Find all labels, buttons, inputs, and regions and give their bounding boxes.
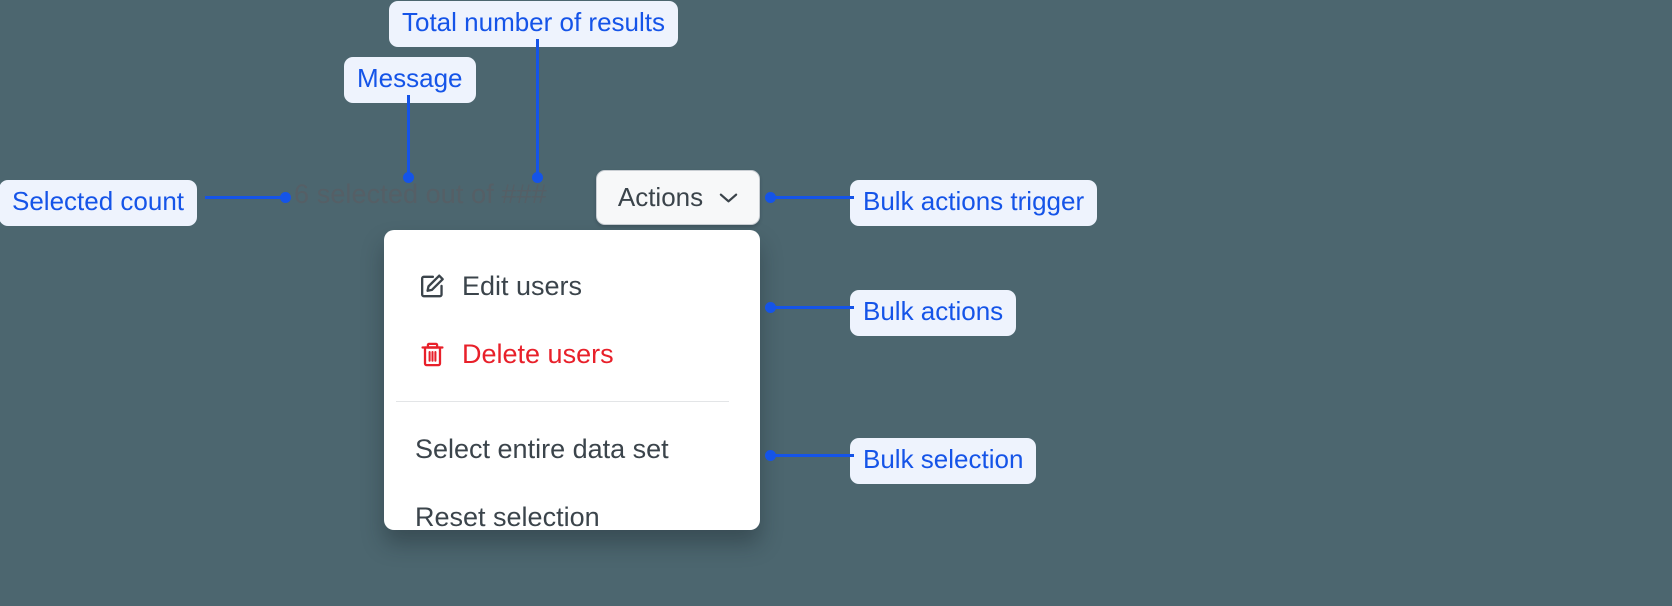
bulk-actions-trigger-button[interactable]: Actions [596, 170, 760, 225]
menu-item-delete-users[interactable]: Delete users [384, 320, 760, 388]
annotation-dot-bulk-selection [765, 450, 776, 461]
menu-item-label: Select entire data set [415, 433, 669, 464]
menu-item-label: Edit users [462, 270, 583, 301]
trash-icon [415, 337, 449, 371]
annotation-leader-bulk-actions-trigger [769, 196, 854, 199]
annotation-leader-bulk-selection [769, 454, 854, 457]
annotation-leader-message [407, 95, 410, 178]
menu-item-select-entire-data-set[interactable]: Select entire data set [384, 415, 760, 483]
annotation-bulk-actions-trigger: Bulk actions trigger [850, 180, 1098, 227]
chevron-down-icon [719, 192, 738, 204]
annotation-dot-total-results [532, 172, 543, 183]
annotation-selected-count: Selected count [0, 180, 198, 227]
menu-item-reset-selection[interactable]: Reset selection [384, 483, 760, 551]
annotation-dot-bulk-actions-trigger [765, 192, 776, 203]
menu-item-edit-users[interactable]: Edit users [384, 252, 760, 320]
annotation-dot-selected-count [280, 192, 291, 203]
bulk-actions-menu: Edit users Delete users Select entire da… [384, 230, 760, 532]
annotation-dot-bulk-actions [765, 302, 776, 313]
menu-item-label: Reset selection [415, 501, 600, 532]
annotation-leader-total-results [536, 39, 539, 178]
annotation-total-number-of-results: Total number of results [389, 1, 679, 48]
annotation-bulk-selection: Bulk selection [850, 438, 1037, 485]
annotation-leader-selected-count [205, 196, 287, 199]
selection-status-text: 6 selected out of ### [294, 179, 547, 209]
annotation-bulk-actions: Bulk actions [850, 290, 1017, 337]
annotation-leader-bulk-actions [769, 306, 854, 309]
menu-item-label: Delete users [462, 338, 614, 369]
menu-divider [396, 401, 729, 402]
annotation-dot-message [403, 172, 414, 183]
bulk-actions-trigger-label: Actions [617, 182, 704, 212]
edit-icon [415, 269, 449, 303]
